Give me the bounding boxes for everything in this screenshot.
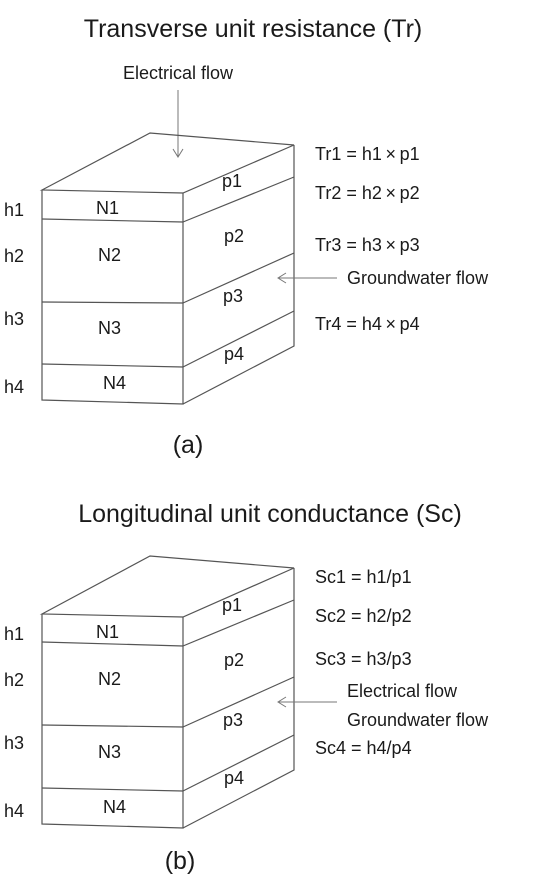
panel-b-front-face xyxy=(41,614,184,829)
panel-a-side-face xyxy=(182,145,295,405)
panel-b-p4-label: p4 xyxy=(224,768,244,788)
panel-a-front-face xyxy=(41,190,184,405)
panel-b-equation-3: Sc3 = h3/p3 xyxy=(315,649,412,669)
panel-b-title: Longitudinal unit conductance (Sc) xyxy=(78,500,462,528)
panel-a-equation-1: Tr1 = h1 × p1 xyxy=(315,144,420,164)
panel-a-electrical-flow-arrow xyxy=(172,90,184,158)
panel-a-p4-label: p4 xyxy=(224,344,244,364)
panel-b-flow-arrow xyxy=(277,696,337,708)
panel-b-layered-block xyxy=(39,555,295,829)
panel-b-h3-label: h3 xyxy=(4,733,24,753)
panel-a-front-boundary-2 xyxy=(41,301,184,304)
panel-a-n2-label: N2 xyxy=(98,245,121,265)
panel-b-side-flow-label-1: Electrical flow xyxy=(347,681,458,701)
panel-a-p1-label: p1 xyxy=(222,171,242,191)
panel-a-equation-3: Tr3 = h3 × p3 xyxy=(315,235,420,255)
panel-a: Transverse unit resistance (Tr) Electric… xyxy=(4,15,489,459)
panel-b-p3-label: p3 xyxy=(223,710,243,730)
panel-b: Longitudinal unit conductance (Sc) h1 h2… xyxy=(4,500,489,875)
panel-a-h3-label: h3 xyxy=(4,309,24,329)
panel-b-front-boundary-2 xyxy=(41,724,184,728)
panel-b-h1-label: h1 xyxy=(4,624,24,644)
panel-a-top-flow-label: Electrical flow xyxy=(123,63,234,83)
panel-a-side-flow-label: Groundwater flow xyxy=(347,268,489,288)
panel-a-h2-label: h2 xyxy=(4,246,24,266)
panel-b-caption: (b) xyxy=(165,847,196,875)
panel-b-equation-2: Sc2 = h2/p2 xyxy=(315,606,412,626)
panel-b-p2-label: p2 xyxy=(224,650,244,670)
panel-a-h4-label: h4 xyxy=(4,377,24,397)
panel-a-layered-block xyxy=(39,132,295,405)
panel-a-p3-label: p3 xyxy=(223,286,243,306)
panel-a-front-boundary-3 xyxy=(41,363,184,368)
panel-b-equation-1: Sc1 = h1/p1 xyxy=(315,567,412,587)
panel-a-side-boundary-1 xyxy=(182,176,295,223)
panel-a-h1-label: h1 xyxy=(4,200,24,220)
panel-a-equation-2: Tr2 = h2 × p2 xyxy=(315,183,420,203)
panel-a-equation-4: Tr4 = h4 × p4 xyxy=(315,314,420,334)
panel-b-equation-4: Sc4 = h4/p4 xyxy=(315,738,412,758)
panel-a-n1-label: N1 xyxy=(96,198,119,218)
panel-a-caption: (a) xyxy=(173,431,204,459)
panel-b-n4-label: N4 xyxy=(103,797,126,817)
panel-b-p1-label: p1 xyxy=(222,595,242,615)
panel-a-n4-label: N4 xyxy=(103,373,126,393)
panel-b-n1-label: N1 xyxy=(96,622,119,642)
panel-b-h2-label: h2 xyxy=(4,670,24,690)
panel-b-top-face xyxy=(39,555,295,618)
panel-b-front-boundary-3 xyxy=(41,787,184,792)
panel-a-p2-label: p2 xyxy=(224,226,244,246)
panel-b-side-boundary-1 xyxy=(182,599,295,647)
panel-a-title: Transverse unit resistance (Tr) xyxy=(84,15,423,43)
panel-b-n2-label: N2 xyxy=(98,669,121,689)
panel-b-n3-label: N3 xyxy=(98,742,121,762)
panel-b-side-flow-label-2: Groundwater flow xyxy=(347,710,489,730)
panel-b-front-boundary-1 xyxy=(41,641,184,647)
panel-a-groundwater-flow-arrow xyxy=(277,272,337,284)
panel-a-side-boundary-2 xyxy=(182,252,295,304)
panel-b-side-boundary-3 xyxy=(182,734,295,792)
panel-a-side-boundary-3 xyxy=(182,310,295,368)
panel-a-top-face xyxy=(39,132,295,194)
panel-b-side-face xyxy=(182,568,295,829)
panel-b-side-boundary-2 xyxy=(182,676,295,728)
panel-b-h4-label: h4 xyxy=(4,801,24,821)
panel-a-front-boundary-1 xyxy=(41,218,184,223)
panel-a-n3-label: N3 xyxy=(98,318,121,338)
